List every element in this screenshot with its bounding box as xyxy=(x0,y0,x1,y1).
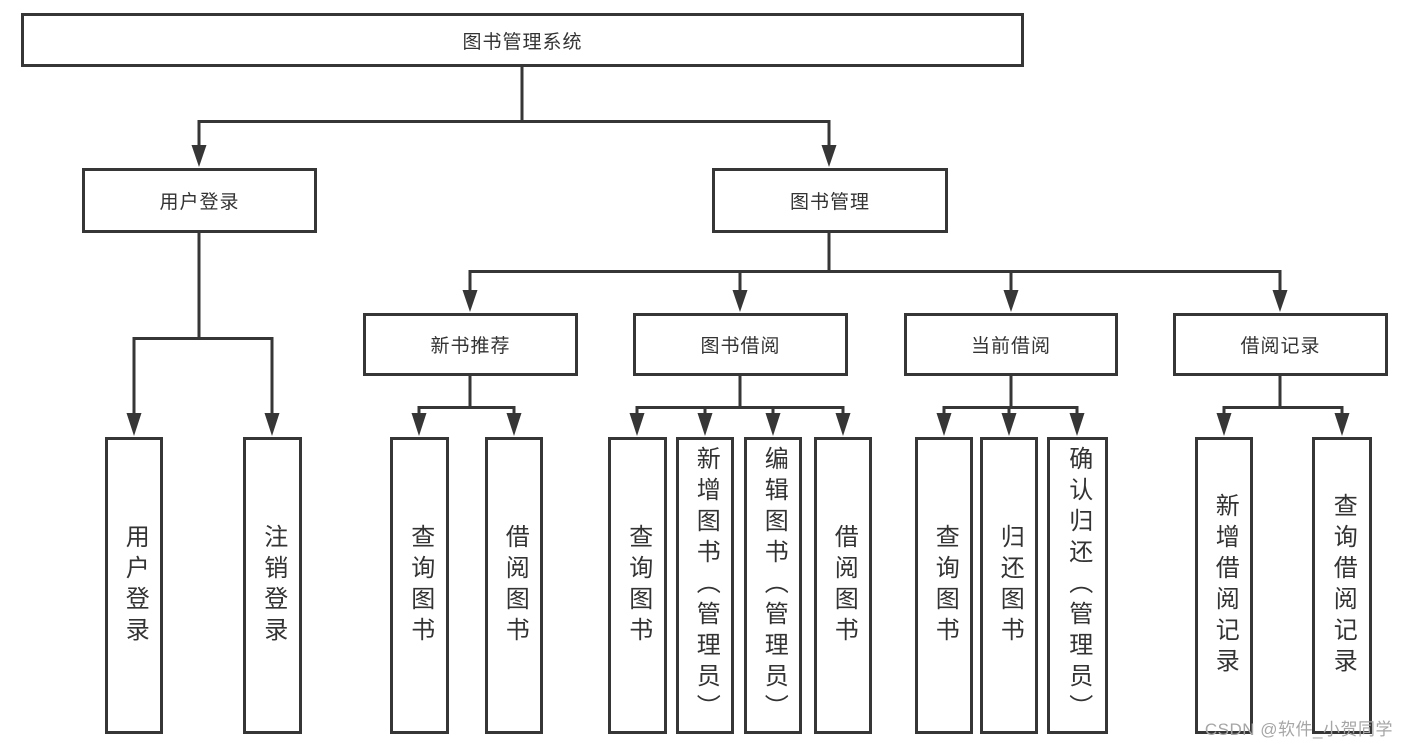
node-label: 图书借阅 xyxy=(700,336,781,357)
root-node-label: 图书管理系统 xyxy=(462,31,583,53)
node-label: 新书推荐 xyxy=(430,336,511,357)
node-label: 用户登录 xyxy=(159,192,240,213)
leaf-borrow-books: 借阅图书 xyxy=(814,437,872,734)
node-label: 当前借阅 xyxy=(970,336,1051,357)
leaf-label: 注销登录 xyxy=(259,523,287,648)
leaf-add-borrow-record: 新增借阅记录 xyxy=(1195,437,1253,734)
root-node-library-system: 图书管理系统 xyxy=(21,13,1024,67)
leaf-label: 查询借阅记录 xyxy=(1329,492,1357,679)
leaf-label: 新增借阅记录 xyxy=(1211,492,1239,679)
leaf-confirm-return-admin: 确认归还（管理员） xyxy=(1047,437,1108,734)
leaf-label: 新增图书（管理员） xyxy=(692,446,720,725)
node-label: 借阅记录 xyxy=(1240,336,1321,357)
leaf-label: 编辑图书（管理员） xyxy=(760,446,788,725)
node-user-login: 用户登录 xyxy=(82,168,317,233)
leaf-query-books: 查询图书 xyxy=(390,437,449,734)
leaf-logout: 注销登录 xyxy=(243,437,302,734)
node-book-management: 图书管理 xyxy=(712,168,948,233)
node-label: 图书管理 xyxy=(789,192,870,213)
leaf-user-login: 用户登录 xyxy=(105,437,163,734)
leaf-query-borrow-record: 查询借阅记录 xyxy=(1312,437,1372,734)
leaf-query-books: 查询图书 xyxy=(608,437,667,734)
leaf-query-books: 查询图书 xyxy=(915,437,973,734)
node-borrow-record: 借阅记录 xyxy=(1173,313,1388,376)
leaf-label: 查询图书 xyxy=(931,523,959,648)
leaf-label: 确认归还（管理员） xyxy=(1064,446,1092,725)
leaf-label: 借阅图书 xyxy=(501,523,529,648)
leaf-edit-books-admin: 编辑图书（管理员） xyxy=(744,437,802,734)
leaf-return-books: 归还图书 xyxy=(980,437,1038,734)
leaf-label: 借阅图书 xyxy=(830,523,858,648)
leaf-borrow-books: 借阅图书 xyxy=(485,437,543,734)
node-new-book-recommend: 新书推荐 xyxy=(363,313,578,376)
leaf-label: 用户登录 xyxy=(121,523,149,648)
arrowheads xyxy=(126,145,1350,436)
leaf-add-books-admin: 新增图书（管理员） xyxy=(676,437,734,734)
leaf-label: 查询图书 xyxy=(624,523,652,648)
csdn-watermark: CSDN @软件_小贺同学 xyxy=(1204,720,1393,739)
leaf-label: 归还图书 xyxy=(996,523,1024,648)
node-current-borrow: 当前借阅 xyxy=(904,313,1118,376)
node-book-borrow: 图书借阅 xyxy=(633,313,848,376)
leaf-label: 查询图书 xyxy=(406,523,434,648)
